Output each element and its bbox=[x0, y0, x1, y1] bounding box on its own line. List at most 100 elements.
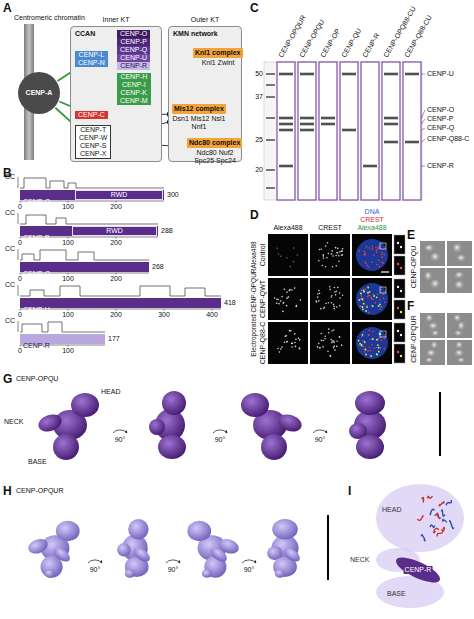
row-label: CENP-QWT bbox=[259, 280, 267, 318]
alexa-dot bbox=[359, 299, 361, 301]
axis-tick bbox=[20, 345, 21, 347]
kinetochore-dot bbox=[330, 355, 332, 357]
kinetochore-dot bbox=[375, 247, 377, 249]
kinetochore-dot bbox=[282, 311, 284, 313]
alexa-dot bbox=[372, 338, 374, 340]
particle-density bbox=[454, 315, 462, 323]
cc-axis bbox=[18, 285, 19, 296]
protein-band bbox=[279, 123, 293, 126]
alexa-dot bbox=[376, 353, 378, 355]
kinetochore-dot bbox=[361, 336, 363, 338]
kinetochore-dot bbox=[291, 343, 293, 345]
gel-lane bbox=[361, 62, 379, 200]
kinetochore-dot bbox=[333, 347, 335, 349]
coiled-coil-profile bbox=[20, 286, 221, 296]
kinetochore-dot bbox=[333, 329, 335, 331]
node-text: CENP-O bbox=[117, 30, 150, 38]
row-label: CENP-Q88-C bbox=[259, 322, 267, 364]
box-heading: Knl1 complex bbox=[193, 48, 243, 58]
axis-tick-label: 200 bbox=[110, 239, 122, 247]
density-map bbox=[56, 521, 80, 541]
alexa-dot bbox=[377, 344, 379, 346]
coiled-coil-profile bbox=[20, 178, 164, 188]
kinetochore-dot bbox=[320, 248, 322, 250]
node-text: CENP-R bbox=[20, 341, 50, 351]
kinetochore-dot bbox=[384, 254, 386, 256]
alexa-dot bbox=[373, 295, 375, 297]
kinetochore-dot bbox=[328, 328, 330, 330]
kinetochore-dot bbox=[370, 297, 372, 299]
axis-tick bbox=[68, 345, 69, 347]
sample-label: CENP-OPQUR bbox=[16, 487, 63, 495]
protein-band bbox=[300, 123, 314, 126]
protein-band bbox=[405, 73, 419, 76]
inset-dot bbox=[397, 263, 399, 265]
kinetochore-dot bbox=[322, 346, 324, 348]
complex-box: Mis12 complexDsn1 Mis12 Nsl1 Nnf1 bbox=[172, 97, 226, 131]
kinetochore-dot bbox=[318, 290, 320, 292]
alexa-dot bbox=[362, 306, 364, 308]
kinetochore-dot bbox=[300, 299, 302, 301]
axis-tick-label: 300 bbox=[158, 311, 170, 319]
protein-ribbon bbox=[446, 500, 451, 505]
kinetochore-dot bbox=[376, 249, 378, 251]
kinetochore-dot bbox=[319, 293, 321, 295]
box-heading: Inner KT bbox=[71, 16, 161, 24]
kinetochore-dot bbox=[286, 305, 288, 307]
kinetochore-dot bbox=[369, 330, 371, 332]
class-average bbox=[420, 313, 445, 338]
alexa-dot bbox=[367, 287, 369, 289]
residue-axis bbox=[20, 309, 221, 310]
band-leader bbox=[422, 139, 426, 142]
density-map bbox=[26, 536, 50, 556]
kinetochore-dot bbox=[367, 296, 369, 298]
kinetochore-dot bbox=[341, 254, 343, 256]
kinetochore-dot bbox=[376, 251, 378, 253]
kinetochore-dot bbox=[379, 308, 381, 310]
domain-label: CC bbox=[5, 173, 15, 181]
inset-dot bbox=[400, 246, 402, 248]
kinetochore-dot bbox=[376, 347, 378, 349]
kinetochore-dot bbox=[368, 334, 370, 336]
protein-band bbox=[279, 73, 293, 76]
kinetochore-dot bbox=[368, 247, 370, 249]
panel-letter: A bbox=[3, 1, 12, 15]
kinetochore-dot bbox=[283, 302, 285, 304]
particle-density bbox=[457, 255, 467, 263]
density-map bbox=[276, 411, 304, 434]
kinetochore-dot bbox=[333, 308, 335, 310]
kinetochore-dot bbox=[380, 347, 382, 349]
kinetochore-dot bbox=[341, 250, 343, 252]
box-heading: Outer KT bbox=[169, 16, 241, 24]
alexa-dot bbox=[372, 305, 374, 307]
kinetochore-dot bbox=[365, 263, 367, 265]
kinetochore-dot bbox=[335, 247, 337, 249]
rotation-arrow bbox=[213, 430, 227, 433]
kinetochore-dot bbox=[336, 340, 338, 342]
protein-ribbon bbox=[437, 513, 440, 519]
kinetochore-dot bbox=[378, 338, 380, 340]
node-text: CENP-X bbox=[76, 150, 110, 158]
protein-band bbox=[405, 141, 419, 144]
zoom-box bbox=[380, 331, 386, 337]
subunit-stack: CENP-OCENP-PCENP-QCENP-UCENP-R bbox=[117, 30, 150, 70]
axis-tick-label: 0 bbox=[18, 275, 22, 283]
panel-letter: E bbox=[407, 228, 415, 242]
marker-band bbox=[266, 96, 275, 98]
alexa-dot bbox=[378, 347, 380, 349]
alexa-dot bbox=[361, 298, 363, 300]
density-map bbox=[117, 543, 131, 557]
kinetochore-dot bbox=[296, 305, 298, 307]
kinetochore-dot bbox=[383, 338, 385, 340]
length-label: 177 bbox=[108, 335, 120, 343]
zoom-box bbox=[380, 287, 386, 293]
kinetochore-dot bbox=[318, 260, 320, 262]
marker-band bbox=[266, 117, 275, 119]
particle-density bbox=[455, 272, 465, 280]
kinetochore-dot bbox=[331, 253, 333, 255]
kinetochore-dot bbox=[362, 340, 364, 342]
node-text: CENP-T bbox=[76, 126, 110, 134]
kinetochore-dot bbox=[364, 261, 366, 263]
protein-band bbox=[279, 165, 293, 168]
domain-label: CC bbox=[5, 209, 15, 217]
